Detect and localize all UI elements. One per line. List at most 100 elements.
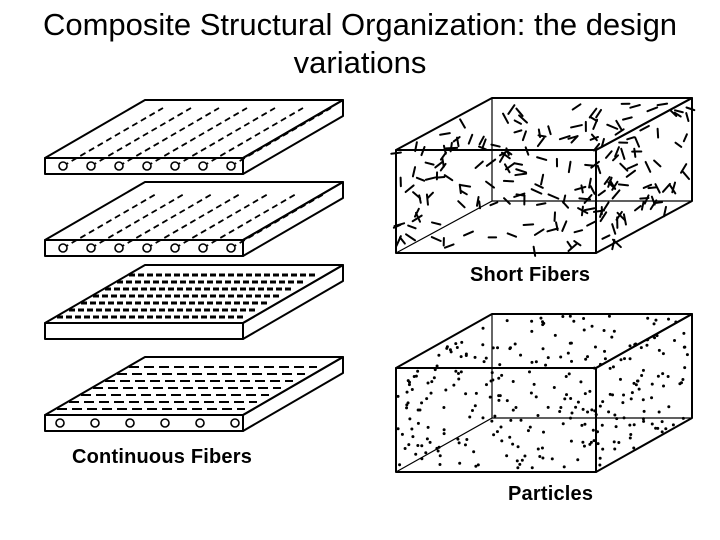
particle [497,376,501,380]
particle [534,360,538,364]
short-fiber [674,141,683,148]
particle [435,364,439,368]
short-fiber [504,149,513,156]
particle [472,450,476,454]
particle [630,391,634,395]
particle [500,439,504,443]
particle [484,356,488,360]
particle [536,447,540,451]
short-fiber [612,154,620,162]
particle [519,353,523,357]
particle [603,349,607,353]
particle [553,333,557,337]
particle [618,377,622,381]
short-fiber [606,123,619,130]
particle [481,343,485,347]
particle [490,371,494,375]
particle [570,359,574,363]
particle [561,422,565,426]
short-fiber [456,136,460,148]
particle [629,432,633,436]
particle [465,437,469,441]
short-fiber [626,136,636,141]
particle [628,423,632,427]
short-fiber [682,171,691,181]
short-fiber [639,196,650,200]
particle-cube [395,313,693,473]
particle [532,382,536,386]
short-fiber [477,145,488,151]
particle [414,374,418,378]
short-fiber [617,183,630,187]
particle [583,422,587,426]
particle [396,427,400,431]
particle [641,368,645,372]
particle [442,432,446,436]
short-fiber [420,145,426,157]
fiber-line [230,192,327,249]
short-fiber [588,107,598,119]
particle [454,369,458,373]
short-fiber [411,214,423,223]
short-fiber [537,134,547,138]
particle [562,465,566,469]
short-fiber [614,146,620,158]
particle [558,409,562,413]
particle [628,436,632,440]
short-fiber [407,224,417,230]
fiber-line [174,192,271,249]
particle [430,380,434,384]
particle [598,456,602,460]
fiber-line [62,192,159,249]
particle [615,417,619,421]
particle [664,427,668,431]
particle [538,455,542,459]
short-fiber [502,112,510,124]
particle [654,426,658,430]
short-fiber [607,176,613,188]
fiber-line [118,192,215,249]
particle [491,346,495,350]
short-fiber [570,124,583,129]
particle [639,346,643,350]
short-fiber [503,197,511,205]
particle [641,417,645,421]
short-fiber [530,188,543,195]
particle [565,393,569,397]
particle [653,336,657,340]
short-fiber [639,124,650,132]
particle [432,376,436,380]
particle [594,413,598,417]
short-fiber [424,161,435,166]
short-fiber [583,207,596,212]
short-fiber [443,243,455,249]
particle [645,338,649,342]
particle [408,380,412,384]
particle [610,335,614,339]
particle [464,392,468,396]
particle [591,428,595,432]
short-fiber [504,162,516,171]
short-fiber [513,129,523,134]
short-fiber [457,200,466,209]
particle [530,329,534,333]
particle [414,452,418,456]
short-fiber [644,160,652,173]
fiber-end [226,161,236,171]
short-fiber [596,164,602,175]
particle [592,439,596,443]
short-fiber [513,162,524,166]
short-fiber [405,233,417,242]
particle [590,408,594,412]
particle [592,366,596,370]
short-fiber-block [390,97,696,257]
particle [590,324,594,328]
particle [656,374,660,378]
short-fiber [534,183,544,189]
fiber-line [146,192,243,249]
short-fiber [430,221,442,226]
laminate-ply-3 [44,264,344,340]
short-fiber [615,119,623,131]
particle [586,355,590,359]
particle [464,352,468,356]
